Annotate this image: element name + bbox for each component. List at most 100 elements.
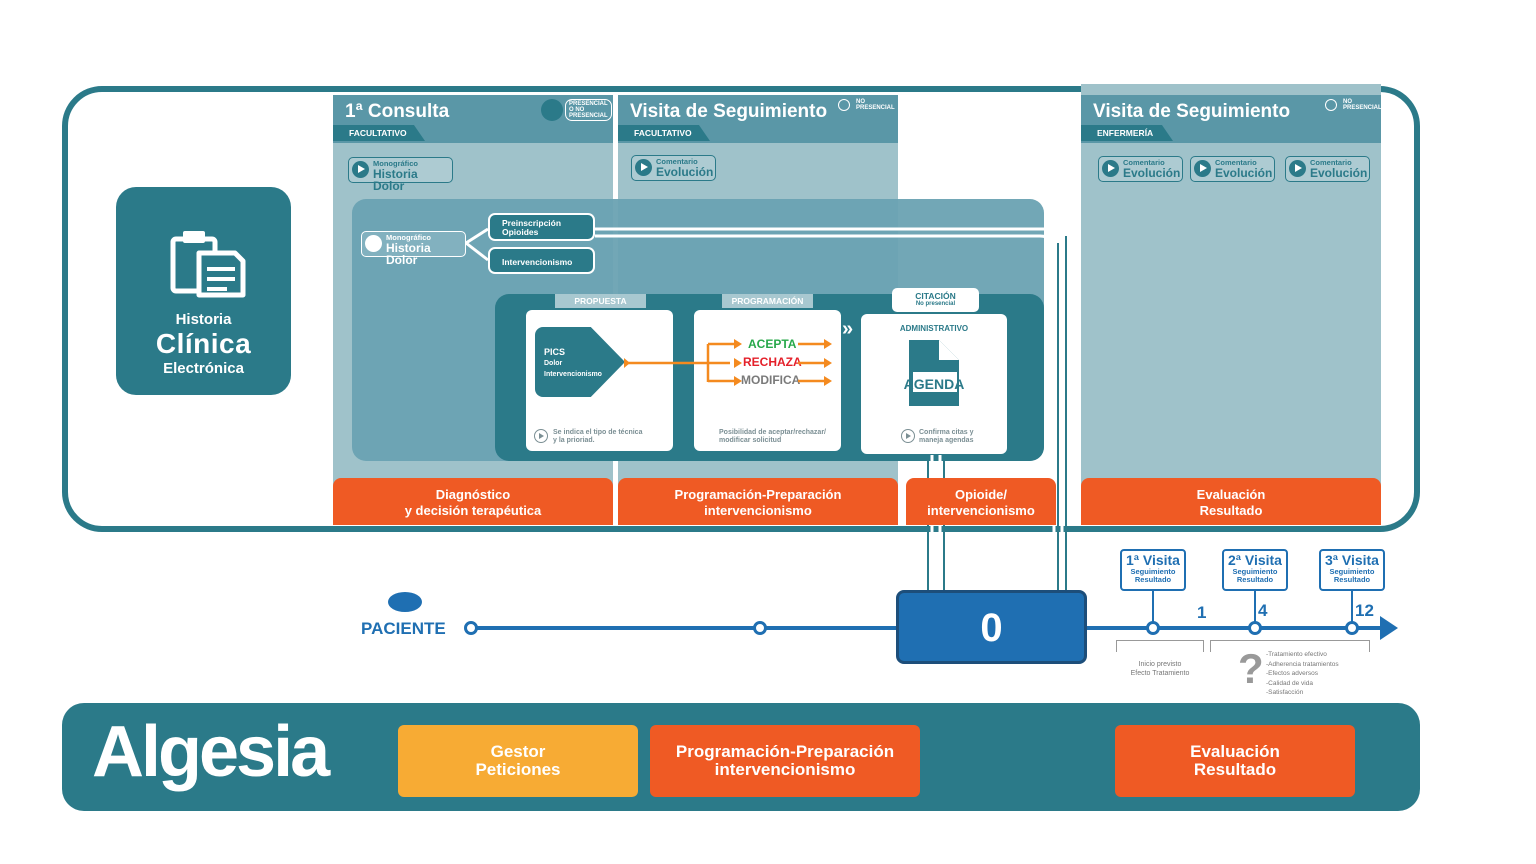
chip-small-label: Monográfico bbox=[386, 233, 431, 242]
play-icon bbox=[1194, 160, 1211, 177]
no-presencial-icon bbox=[838, 99, 850, 111]
propuesta-card: PICS Dolor Intervencionismo Se indica el… bbox=[526, 310, 673, 451]
role-label: FACULTATIVO bbox=[333, 125, 425, 141]
visit-sub: Seguimiento Resultado bbox=[1130, 567, 1176, 584]
flow-arrows bbox=[624, 339, 832, 386]
algesia-bar: Algesia Gestor Peticiones Programación-P… bbox=[62, 703, 1420, 811]
option-rechaza: RECHAZA bbox=[743, 355, 802, 369]
timeline-node-visit3 bbox=[1345, 621, 1359, 635]
visit-1: 1ª Visita Seguimiento Resultado bbox=[1120, 549, 1186, 591]
preinscripcion-opioides-pill[interactable]: Preinscripción Opioides bbox=[488, 213, 595, 241]
chip-comentario-evolucion[interactable]: Comentario Evolución bbox=[631, 155, 716, 181]
header-visita-seguimiento-enfermeria: Visita de Seguimiento ENFERMERÍA NO PRES… bbox=[1081, 95, 1382, 143]
role-label: ENFERMERÍA bbox=[1081, 125, 1173, 141]
evaluacion-resultado-button[interactable]: Evaluación Resultado bbox=[1115, 725, 1355, 797]
pics-dolor: Dolor bbox=[544, 360, 563, 367]
hce-line2: Clínica bbox=[155, 328, 252, 359]
header-visita-seguimiento: Visita de Seguimiento FACULTATIVO NO PRE… bbox=[618, 95, 898, 143]
patient-icon bbox=[388, 592, 422, 612]
chip-big-label: Evolución bbox=[656, 165, 714, 179]
gestor-peticiones-button[interactable]: Gestor Peticiones bbox=[398, 725, 638, 797]
column-title: 1ª Consulta bbox=[345, 101, 450, 122]
inicio-label: Inicio previsto Efecto Tratamiento bbox=[1130, 661, 1190, 677]
phase-evaluacion: Evaluación Resultado bbox=[1081, 478, 1381, 525]
chip-small-label: Comentario bbox=[1310, 158, 1352, 167]
visit1-stem bbox=[1152, 591, 1154, 623]
programacion-preparacion-button[interactable]: Programación-Preparación intervencionism… bbox=[650, 725, 920, 797]
option-acepta: ACEPTA bbox=[748, 337, 797, 351]
chip-small-label: Comentario bbox=[1123, 158, 1165, 167]
timeline-node-visit1 bbox=[1146, 621, 1160, 635]
no-presencial-badge: NO PRESENCIAL bbox=[1343, 99, 1382, 111]
pics-label: PICS bbox=[544, 347, 566, 357]
play-icon bbox=[1102, 160, 1119, 177]
chip-big-label: Evolución bbox=[1123, 166, 1181, 180]
chip-comentario-evolucion[interactable]: Comentario Evolución bbox=[1098, 156, 1183, 182]
month-4: 4 bbox=[1258, 601, 1268, 620]
play-icon bbox=[635, 159, 652, 176]
option-modifica: MODIFICA bbox=[741, 373, 801, 387]
timeline-node-start bbox=[464, 621, 478, 635]
tab-programacion: PROGRAMACIÓN bbox=[722, 294, 813, 308]
no-presencial-badge: NO PRESENCIAL bbox=[856, 99, 895, 111]
timeline-node-visit2 bbox=[1248, 621, 1262, 635]
visit-3: 3ª Visita Seguimiento Resultado bbox=[1319, 549, 1385, 591]
chip-big-label: Evolución bbox=[1215, 166, 1273, 180]
chip-big-label: Evolución bbox=[1310, 166, 1368, 180]
presencial-badge: PRESENCIAL O NO PRESENCIAL bbox=[565, 99, 612, 121]
visit-2: 2ª Visita Seguimiento Resultado bbox=[1222, 549, 1288, 591]
column-visita-seguimiento-enfermeria bbox=[1081, 84, 1381, 525]
administrativo-label: ADMINISTRATIVO bbox=[899, 324, 969, 333]
visit3-stem bbox=[1351, 591, 1353, 623]
agenda-label: AGENDA bbox=[903, 376, 965, 392]
month-1: 1 bbox=[1197, 603, 1207, 622]
citacion-note: Confirma citas y maneja agendas bbox=[919, 429, 974, 444]
bracket-inicio bbox=[1116, 640, 1204, 652]
phase-opioide: Opioide/ intervencionismo bbox=[906, 478, 1056, 525]
column-title: Visita de Seguimiento bbox=[630, 101, 828, 122]
intervencionismo-pill[interactable]: Intervencionismo bbox=[488, 247, 595, 274]
historia-clinica-electronica-box: Historia Clínica Electrónica bbox=[116, 187, 291, 395]
timeline-node-mid bbox=[753, 621, 767, 635]
month-12: 12 bbox=[1355, 601, 1374, 620]
algesia-logo: Algesia bbox=[92, 712, 330, 792]
citacion-sub: No presencial bbox=[915, 301, 956, 307]
tab-propuesta: PROPUESTA bbox=[555, 294, 646, 308]
hce-line1: Historia bbox=[175, 311, 232, 328]
visit-title: 2ª Visita bbox=[1228, 552, 1282, 568]
people-icon bbox=[541, 99, 563, 121]
hce-line3: Electrónica bbox=[163, 360, 244, 377]
visit2-stem bbox=[1254, 591, 1256, 623]
phase-programacion: Programación-Preparación intervencionism… bbox=[618, 478, 898, 525]
day-zero-box: 0 bbox=[896, 590, 1087, 664]
play-icon bbox=[901, 429, 915, 443]
chip-small-label: Comentario bbox=[1215, 158, 1257, 167]
pics-arrow-shape: PICS Dolor Intervencionismo bbox=[535, 327, 625, 397]
pics-intervencionismo: Intervencionismo bbox=[544, 371, 602, 378]
outcomes-list: -Tratamiento efectivo -Adherencia tratam… bbox=[1266, 651, 1339, 696]
chip-small-label: Monográfico bbox=[373, 159, 418, 168]
chip-comentario-evolucion[interactable]: Comentario Evolución bbox=[1190, 156, 1275, 182]
bracket-outcomes bbox=[1210, 640, 1370, 652]
paciente-label: PACIENTE bbox=[361, 619, 446, 638]
visit-sub: Seguimiento Resultado bbox=[1232, 567, 1278, 584]
play-icon bbox=[1289, 160, 1306, 177]
timeline-line-left bbox=[470, 626, 900, 630]
double-chevron-icon: » bbox=[842, 318, 854, 340]
role-label: FACULTATIVO bbox=[618, 125, 710, 141]
chip-big-label: Historia Dolor bbox=[386, 241, 431, 267]
play-icon bbox=[365, 235, 382, 252]
citacion-label: CITACIÓN bbox=[915, 291, 956, 301]
play-icon bbox=[534, 429, 548, 443]
phase-diagnostico: Diagnóstico y decisión terapéutica bbox=[333, 478, 613, 525]
no-presencial-icon bbox=[1325, 99, 1337, 111]
visit-sub: Seguimiento Resultado bbox=[1329, 567, 1375, 584]
chip-monografico-historia-dolor[interactable]: Monográfico Historia Dolor bbox=[348, 157, 453, 192]
play-icon bbox=[352, 161, 369, 178]
visit-title: 3ª Visita bbox=[1325, 552, 1379, 568]
panel-chip-historia-dolor[interactable]: Monográfico Historia Dolor bbox=[361, 231, 466, 266]
programacion-note: Posibilidad de aceptar/rechazar/ modific… bbox=[719, 429, 826, 444]
chip-comentario-evolucion[interactable]: Comentario Evolución bbox=[1285, 156, 1370, 182]
citacion-card: ADMINISTRATIVO AGENDA Confirma citas y m… bbox=[861, 314, 1007, 454]
